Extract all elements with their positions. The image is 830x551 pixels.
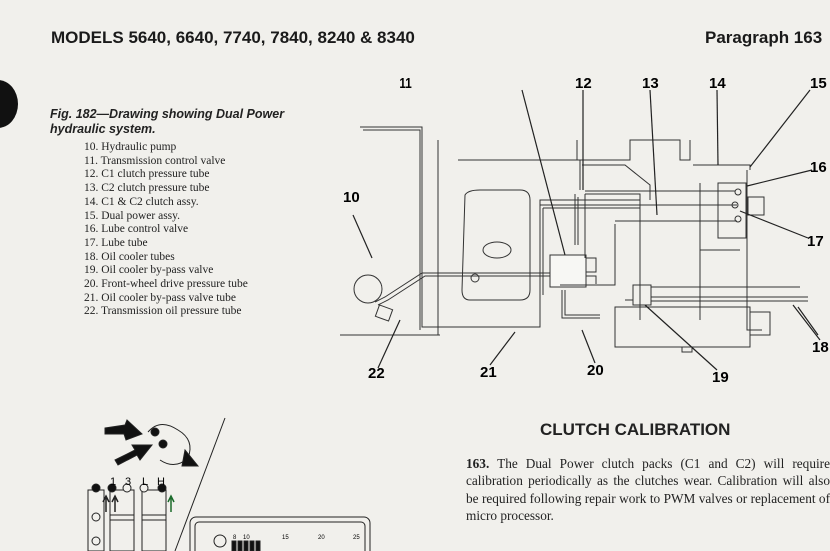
page-header-models: MODELS 5640, 6640, 7740, 7840, 8240 & 83… (51, 28, 415, 47)
switch-label-1: 1 (110, 476, 116, 488)
legend-item: 21. Oil cooler by-pass valve tube (84, 291, 237, 304)
paragraph-text: The Dual Power clutch packs (C1 and C2) … (466, 456, 830, 523)
legend-item: 13. C2 clutch pressure tube (84, 182, 210, 195)
gauge-tick: 15 (282, 535, 289, 541)
gauge-tick: 8 (233, 535, 237, 541)
caption-line: Fig. 182—Drawing showing Dual Power (50, 107, 285, 121)
switch-label-h: H (157, 476, 165, 488)
callout-22: 22 (368, 365, 385, 382)
gauge-tick: 20 (318, 535, 325, 541)
callout-11: 11 (399, 75, 412, 92)
legend-item: 15. Dual power assy. (84, 209, 181, 222)
paragraph-163: 163. The Dual Power clutch packs (C1 and… (466, 455, 830, 524)
switch-label-l: L (142, 476, 148, 488)
legend-item: 16. Lube control valve (84, 223, 189, 236)
callout-14: 14 (709, 75, 726, 92)
callout-labels: 11 12 13 14 15 16 17 18 19 20 21 22 10 (343, 75, 829, 386)
gauge-tick: 25 (353, 535, 360, 541)
caption-line: hydraulic system. (50, 122, 156, 136)
binder-hole (0, 80, 18, 128)
callout-20: 20 (587, 362, 604, 379)
callout-18: 18 (812, 339, 829, 356)
paragraph-number: 163. (466, 456, 490, 471)
legend-item: 17. Lube tube (84, 236, 148, 249)
callout-13: 13 (642, 75, 659, 92)
switch-panel-drawing (87, 417, 371, 551)
section-title: CLUTCH CALIBRATION (540, 420, 731, 439)
legend-item: 10. Hydraulic pump (84, 141, 177, 153)
callout-15: 15 (810, 75, 827, 92)
callout-16: 16 (810, 159, 827, 176)
legend-item: 22. Transmission oil pressure tube (84, 305, 242, 318)
callout-17: 17 (807, 233, 824, 250)
figure-caption: Fig. 182—Drawing showing Dual Power hydr… (50, 107, 284, 137)
figure-legend: 10. Hydraulic pump 11. Transmission cont… (84, 141, 248, 319)
switch-label-3: 3 (125, 476, 131, 488)
legend-item: 12. C1 clutch pressure tube (84, 168, 210, 181)
callout-10: 10 (343, 189, 360, 206)
legend-item: 20. Front-wheel drive pressure tube (84, 278, 248, 291)
callout-12: 12 (575, 75, 592, 92)
page-header-paragraph: Paragraph 163 (705, 28, 823, 47)
legend-item: 14. C1 & C2 clutch assy. (84, 195, 199, 208)
legend-item: 18. Oil cooler tubes (84, 250, 175, 263)
gauge-tick: 10 (243, 535, 250, 541)
legend-item: 19. Oil cooler by-pass valve (84, 264, 214, 277)
legend-item: 11. Transmission control valve (84, 154, 226, 167)
callout-21: 21 (480, 364, 497, 381)
callout-19: 19 (712, 369, 729, 386)
